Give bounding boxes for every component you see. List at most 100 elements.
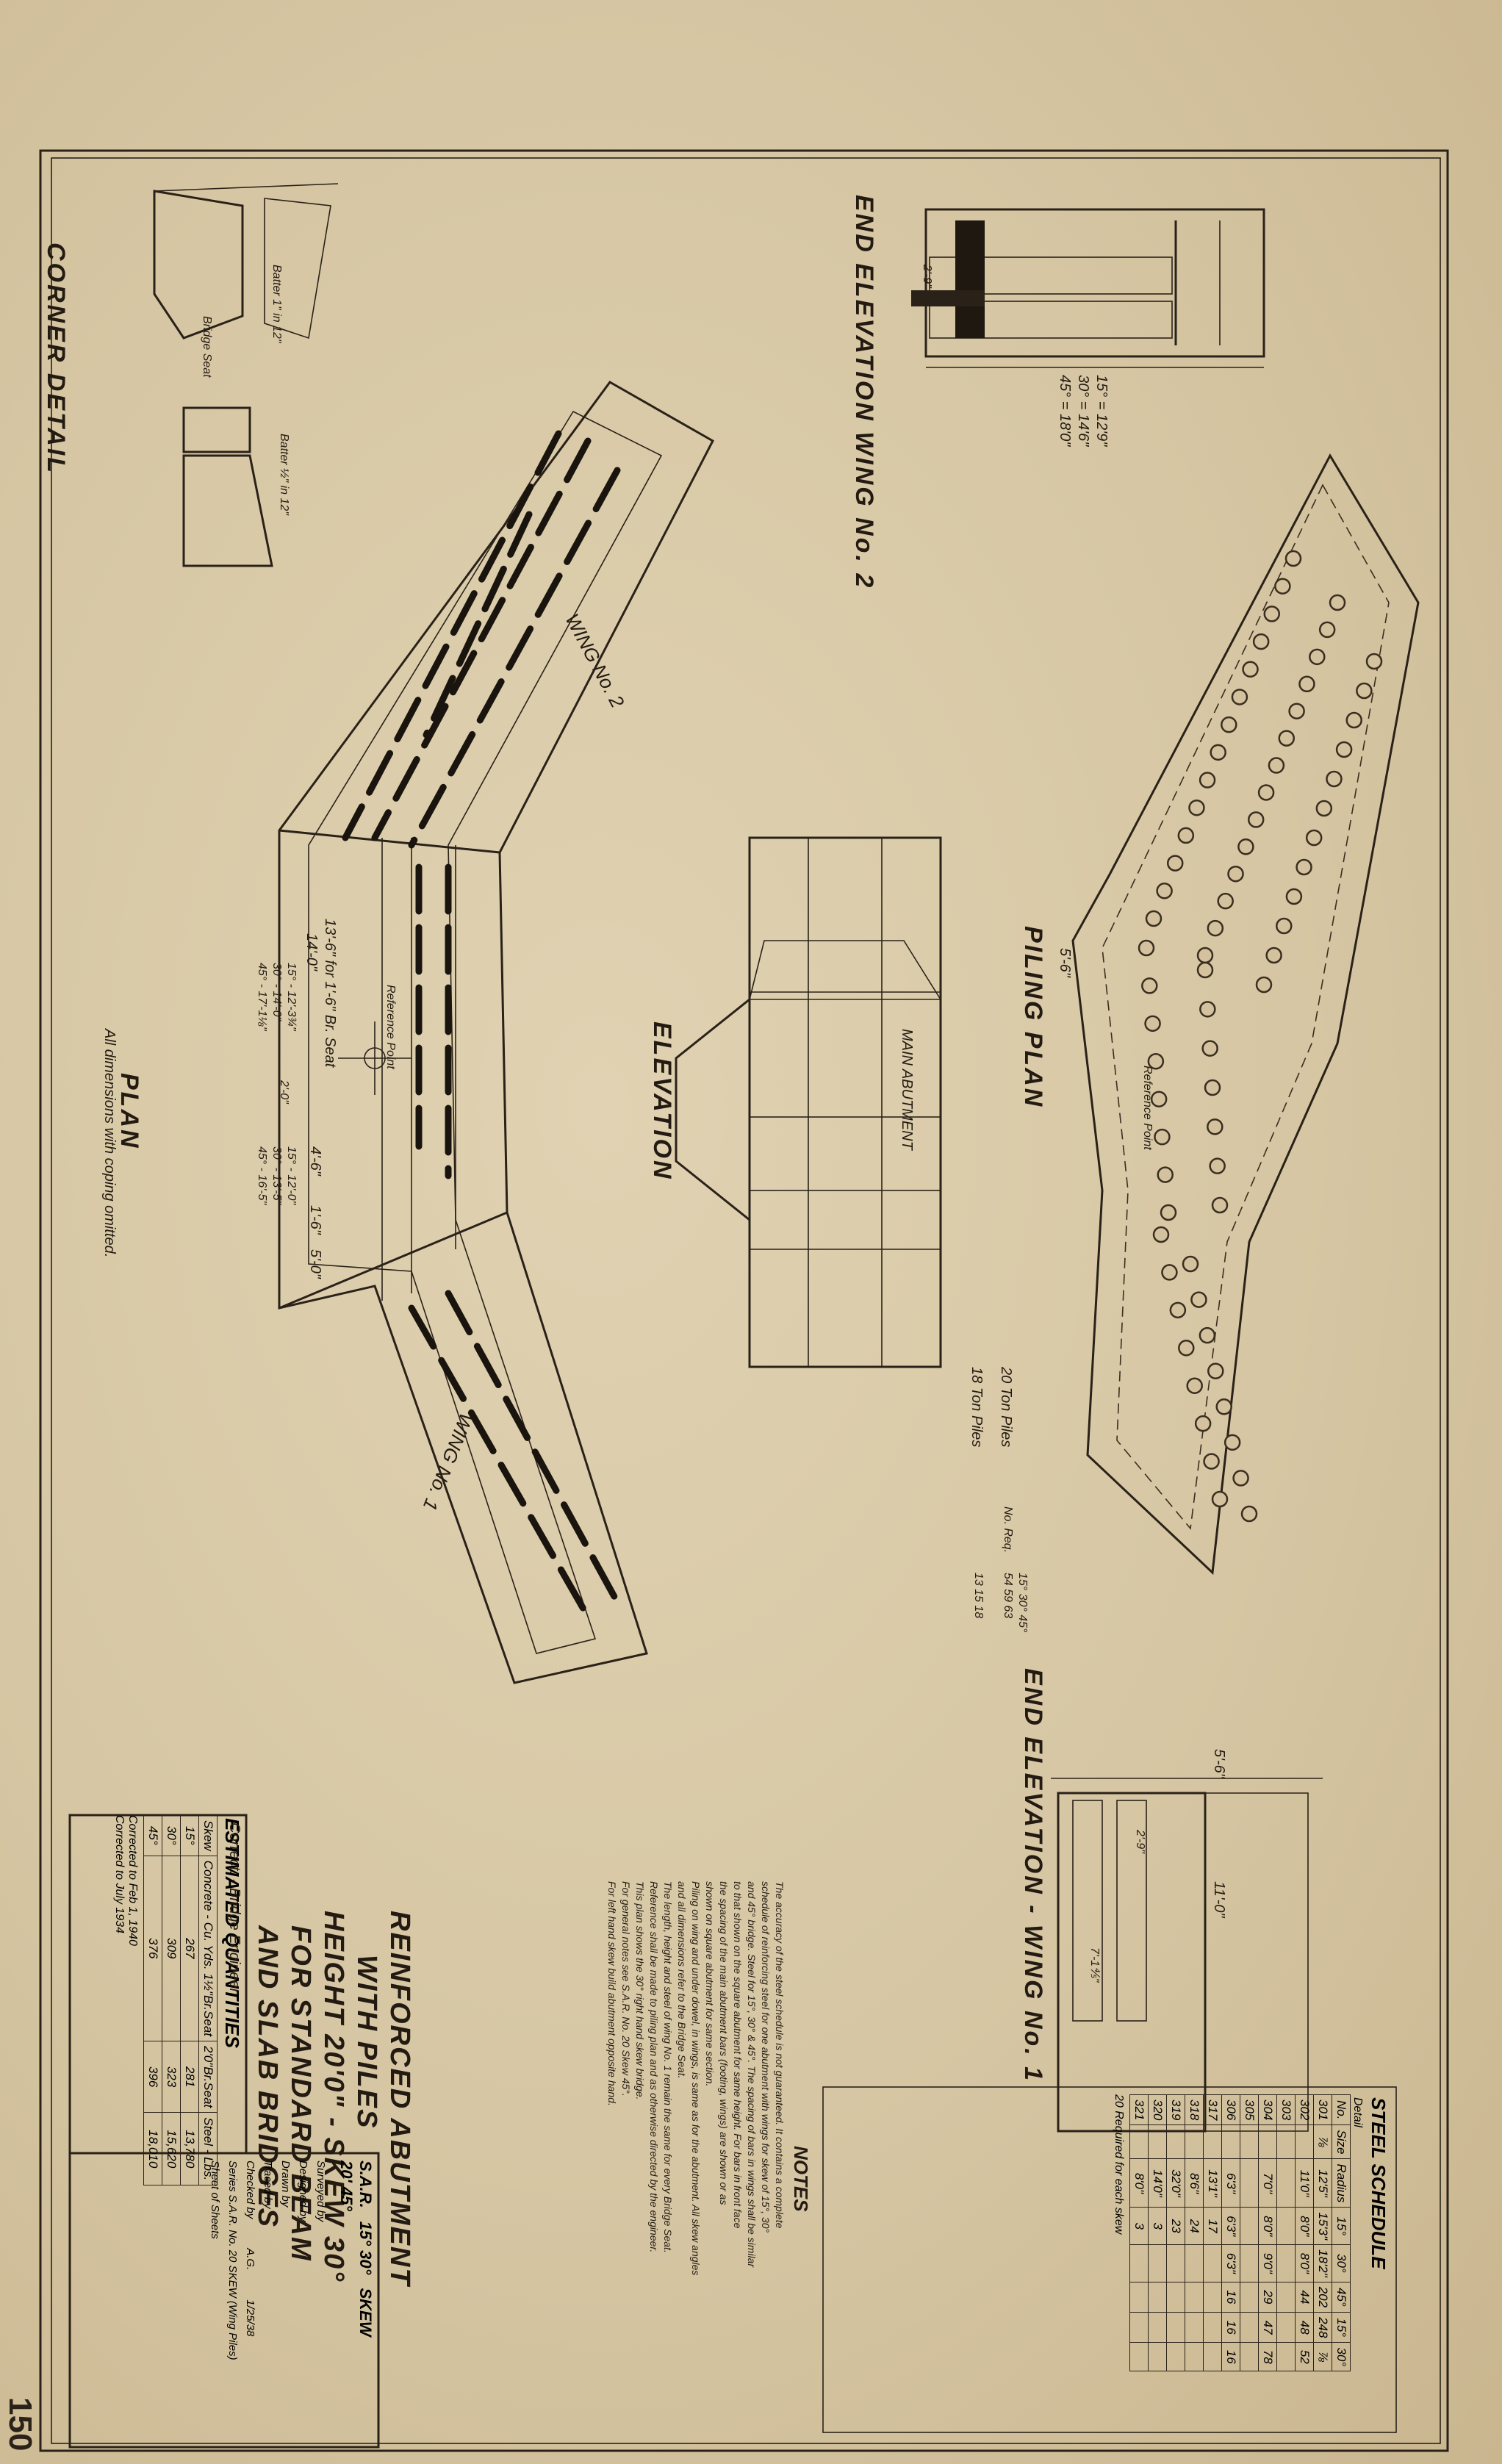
quantities-col-header: Skew [198, 1815, 218, 1856]
steel-cell: 16 [1221, 2312, 1240, 2343]
title-block-height: 20' 45° [337, 2161, 356, 2212]
notes-line: For left hand skew build abutment opposi… [606, 1881, 618, 2106]
notes-line: Reference shall be made to piling plan a… [648, 1881, 660, 2253]
pile-marker [1278, 730, 1296, 747]
notes-line: schedule of reinforcing steel for one ab… [760, 1881, 772, 2233]
steel-cell [1185, 2244, 1204, 2282]
pile-marker [1326, 770, 1343, 788]
pile-marker [1305, 829, 1323, 847]
title-block-sar: S.A.R. [356, 2161, 375, 2208]
elevation-drawing [675, 836, 942, 1368]
steel-cell: 32'0" [1166, 2158, 1185, 2208]
pile-marker [1237, 838, 1254, 855]
pile-no-req-label: No. Req. [1002, 1506, 1014, 1554]
title-block-traced: Traced by [262, 2161, 274, 2209]
reference-point-label-piling: Reference Point [1141, 1066, 1154, 1150]
pile-marker [1211, 1196, 1229, 1214]
steel-col-header: Size [1332, 2124, 1351, 2159]
elev-dim-4-6: 4'-6" [307, 1146, 323, 1176]
pile-marker [1284, 550, 1302, 567]
steel-cell: 319 [1166, 2094, 1185, 2125]
steel-col-header: Radius [1332, 2158, 1351, 2208]
steel-schedule-footnote: 20 Required for each skew [1113, 2094, 1125, 2235]
pile-18t-label: 18 Ton Piles [969, 1367, 985, 1448]
steel-cell [1240, 2342, 1259, 2371]
pile-marker [1274, 578, 1291, 595]
steel-cell: 14'0" [1148, 2158, 1167, 2208]
elev-dim-2-0: 2'-0" [278, 1080, 290, 1104]
steel-cell: 6'3" [1221, 2244, 1240, 2282]
notes-line: to that shown on the square abutment for… [732, 1881, 744, 2229]
steel-cell [1240, 2158, 1259, 2208]
steel-cell: 17 [1203, 2207, 1222, 2245]
steel-cell [1240, 2124, 1259, 2159]
steel-cell [1148, 2312, 1167, 2343]
steel-cell [1166, 2282, 1185, 2313]
quantities-cell: 13,780 [180, 2112, 199, 2185]
steel-cell [1203, 2312, 1222, 2343]
pile-marker [1160, 1204, 1177, 1221]
steel-cell: ⅞ [1313, 2124, 1332, 2159]
steel-cell: 6'3" [1221, 2158, 1240, 2208]
reinforcing-bar [445, 1290, 621, 1606]
batter-label: Batter 1" in 12" [270, 265, 283, 343]
piling-plan-drawing [1071, 453, 1420, 1576]
wing2-coping: 2'-9" [921, 265, 933, 288]
steel-cell: 320 [1148, 2094, 1167, 2125]
pile-marker [1276, 917, 1293, 935]
pile-marker [1150, 1091, 1168, 1107]
steel-col-header: No. [1332, 2094, 1351, 2125]
steel-cell: 16 [1221, 2282, 1240, 2313]
pile-marker [1285, 888, 1303, 905]
plan-title: PLAN [115, 1073, 143, 1150]
end-elevation-wing2-title: END ELEVATION WING No. 2 [850, 195, 878, 590]
steel-cell: 7'0" [1258, 2158, 1277, 2208]
quantities-footnote-1: Corrected to Feb 1, 1940 [126, 1815, 139, 1946]
steel-cell [1185, 2312, 1204, 2343]
quantities-cell: 18,010 [143, 2112, 162, 2185]
steel-col-header: 30° [1332, 2244, 1351, 2282]
elev-skew-left-30: 30° - 14'-0" [270, 963, 283, 1021]
steel-cell: ⅞ [1313, 2342, 1332, 2371]
steel-schedule-frame [822, 2086, 1397, 2433]
drawing-border [39, 149, 1449, 2452]
steel-cell [1295, 2124, 1314, 2159]
pile-marker [1318, 621, 1336, 639]
steel-col-header: 15° [1332, 2312, 1351, 2343]
elev-skew-right-45: 45° - 16'-5" [256, 1146, 268, 1205]
steel-cell [1129, 2312, 1149, 2343]
steel-cell: 12'5" [1313, 2158, 1332, 2208]
pile-marker [1215, 1398, 1232, 1415]
pile-marker [1196, 961, 1214, 979]
steel-cell [1129, 2244, 1149, 2282]
pile-marker [1157, 1166, 1174, 1183]
pile-counts-18t: 13 15 18 [972, 1573, 985, 1619]
pile-marker [1247, 811, 1265, 828]
pile-marker [1199, 1001, 1216, 1018]
inner-border [51, 157, 1441, 2444]
reinforcing-bar [408, 467, 621, 849]
steel-cell [1276, 2124, 1296, 2159]
pile-marker [1329, 594, 1346, 611]
wing2-skew-length-45: 45° = 18'0" [1057, 375, 1073, 447]
steel-cell: 78 [1258, 2342, 1277, 2371]
pile-marker [1199, 1326, 1216, 1344]
steel-schedule-subhead: Detail [1351, 2097, 1364, 2127]
steel-cell [1129, 2124, 1149, 2159]
pile-marker [1227, 865, 1244, 883]
pile-marker [1356, 682, 1373, 700]
steel-cell [1276, 2312, 1296, 2343]
main-abutment-label: MAIN ABUTMENT [899, 1029, 915, 1150]
steel-cell: 304 [1258, 2094, 1277, 2125]
steel-cell [1276, 2207, 1296, 2245]
pile-marker [1152, 1226, 1170, 1243]
pile-marker [1166, 855, 1184, 872]
pile-marker [1188, 799, 1205, 816]
